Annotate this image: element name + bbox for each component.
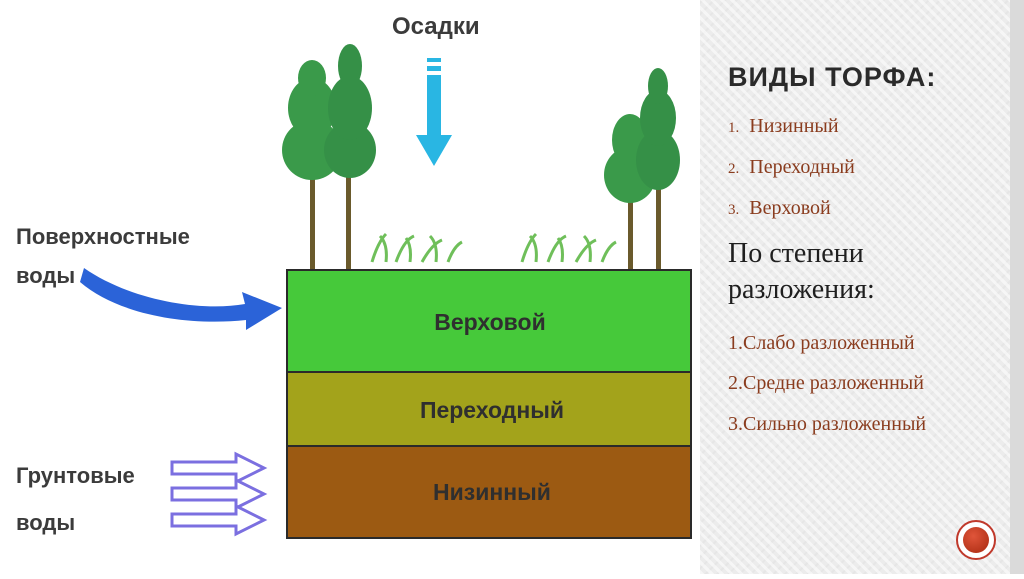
layer-upper-bog	[286, 269, 692, 373]
tree-icon	[282, 60, 342, 270]
diagram-canvas: Осадки	[16, 13, 692, 539]
ground-water-arrows	[170, 451, 268, 537]
layer-label-lowland: Низинный	[433, 479, 551, 505]
tree-icon	[324, 44, 376, 270]
peat-diagram: Осадки	[16, 13, 692, 539]
grass-icon	[520, 232, 617, 263]
info-panel	[700, 0, 1024, 574]
ground-water-label-2: воды	[16, 510, 75, 535]
peat-layers	[286, 269, 692, 539]
precipitation-label: Осадки	[392, 13, 480, 40]
next-slide-button[interactable]	[956, 520, 996, 560]
list-item: 1.Низинный	[728, 115, 839, 137]
panel-edge	[1010, 0, 1024, 574]
surface-water-arrow	[80, 268, 282, 330]
grass-icon	[370, 232, 463, 263]
list-item: 2.Переходный	[728, 156, 855, 178]
layer-lowland	[286, 445, 692, 539]
panel-title: ВИДЫ ТОРФА:	[728, 62, 937, 92]
list-item: 2.Средне разложенный	[728, 372, 924, 394]
list-item: 1.Слабо разложенный	[728, 332, 915, 354]
surface-water-label-2: воды	[16, 263, 75, 288]
surface-water-label: Поверхностные	[16, 224, 190, 249]
ground-water-label: Грунтовые	[16, 463, 135, 488]
tree-icon	[636, 68, 680, 270]
list-item: 3.Сильно разложенный	[728, 413, 927, 435]
list-item: 3.Верховой	[728, 197, 831, 219]
layer-label-upper: Верховой	[434, 309, 545, 335]
layer-label-transitional: Переходный	[420, 397, 564, 423]
decomposition-heading: По степени разложения:	[728, 238, 875, 305]
precipitation-arrow	[416, 58, 452, 166]
layer-transitional	[286, 371, 692, 447]
